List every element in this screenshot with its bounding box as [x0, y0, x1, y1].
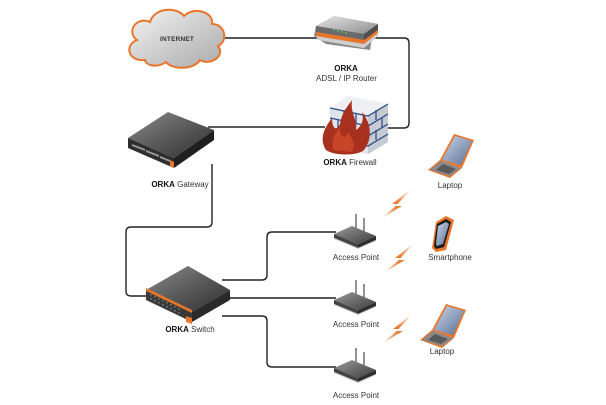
firewall-icon — [322, 96, 389, 155]
wireless-bolt-ap2-laptop — [383, 315, 411, 343]
gateway-label: ORKA Gateway — [150, 180, 210, 190]
internet-label: INTERNET — [160, 36, 195, 43]
switch-name: Switch — [191, 325, 215, 334]
laptop-2-icon — [420, 304, 466, 348]
cables — [125, 37, 410, 368]
router-name: ADSL / IP Router — [316, 74, 377, 83]
laptop-1-label: Laptop — [437, 181, 463, 190]
access-point-1-label: Access Point — [332, 253, 380, 262]
wireless-links — [382, 190, 413, 343]
switch-label: ORKA Switch — [160, 325, 220, 335]
wireless-bolt-ap1-laptop — [382, 190, 410, 218]
access-point-1-icon — [334, 214, 376, 249]
cable-gateway-switch — [125, 164, 213, 297]
laptop-1-icon — [428, 134, 474, 178]
cable-switch-ap3 — [222, 315, 336, 368]
rack-server-icon — [128, 112, 214, 168]
access-point-2-icon — [334, 280, 376, 315]
switch-icon — [146, 266, 230, 324]
access-point-2-label: Access Point — [332, 320, 380, 329]
firewall-brand: ORKA — [323, 158, 347, 167]
firewall-name: Firewall — [349, 158, 377, 167]
access-point-3-label: Access Point — [332, 391, 380, 400]
router-icon — [314, 16, 378, 50]
gateway-brand: ORKA — [151, 180, 175, 189]
cable-switch-ap1 — [222, 231, 336, 281]
router-brand: ORKA — [334, 64, 358, 73]
smartphone-label: Smartphone — [428, 253, 472, 262]
laptop-2-label: Laptop — [429, 347, 455, 356]
smartphone-icon — [432, 216, 454, 252]
firewall-label: ORKA Firewall — [320, 158, 380, 168]
gateway-name: Gateway — [177, 180, 209, 189]
switch-brand: ORKA — [165, 325, 189, 334]
access-point-3-icon — [334, 348, 376, 383]
cable-router-firewall — [372, 37, 410, 129]
router-label: ORKA ADSL / IP Router — [316, 64, 377, 84]
internet-cloud-icon — [128, 8, 226, 69]
wireless-bolt-ap1-smartphone — [385, 244, 413, 272]
